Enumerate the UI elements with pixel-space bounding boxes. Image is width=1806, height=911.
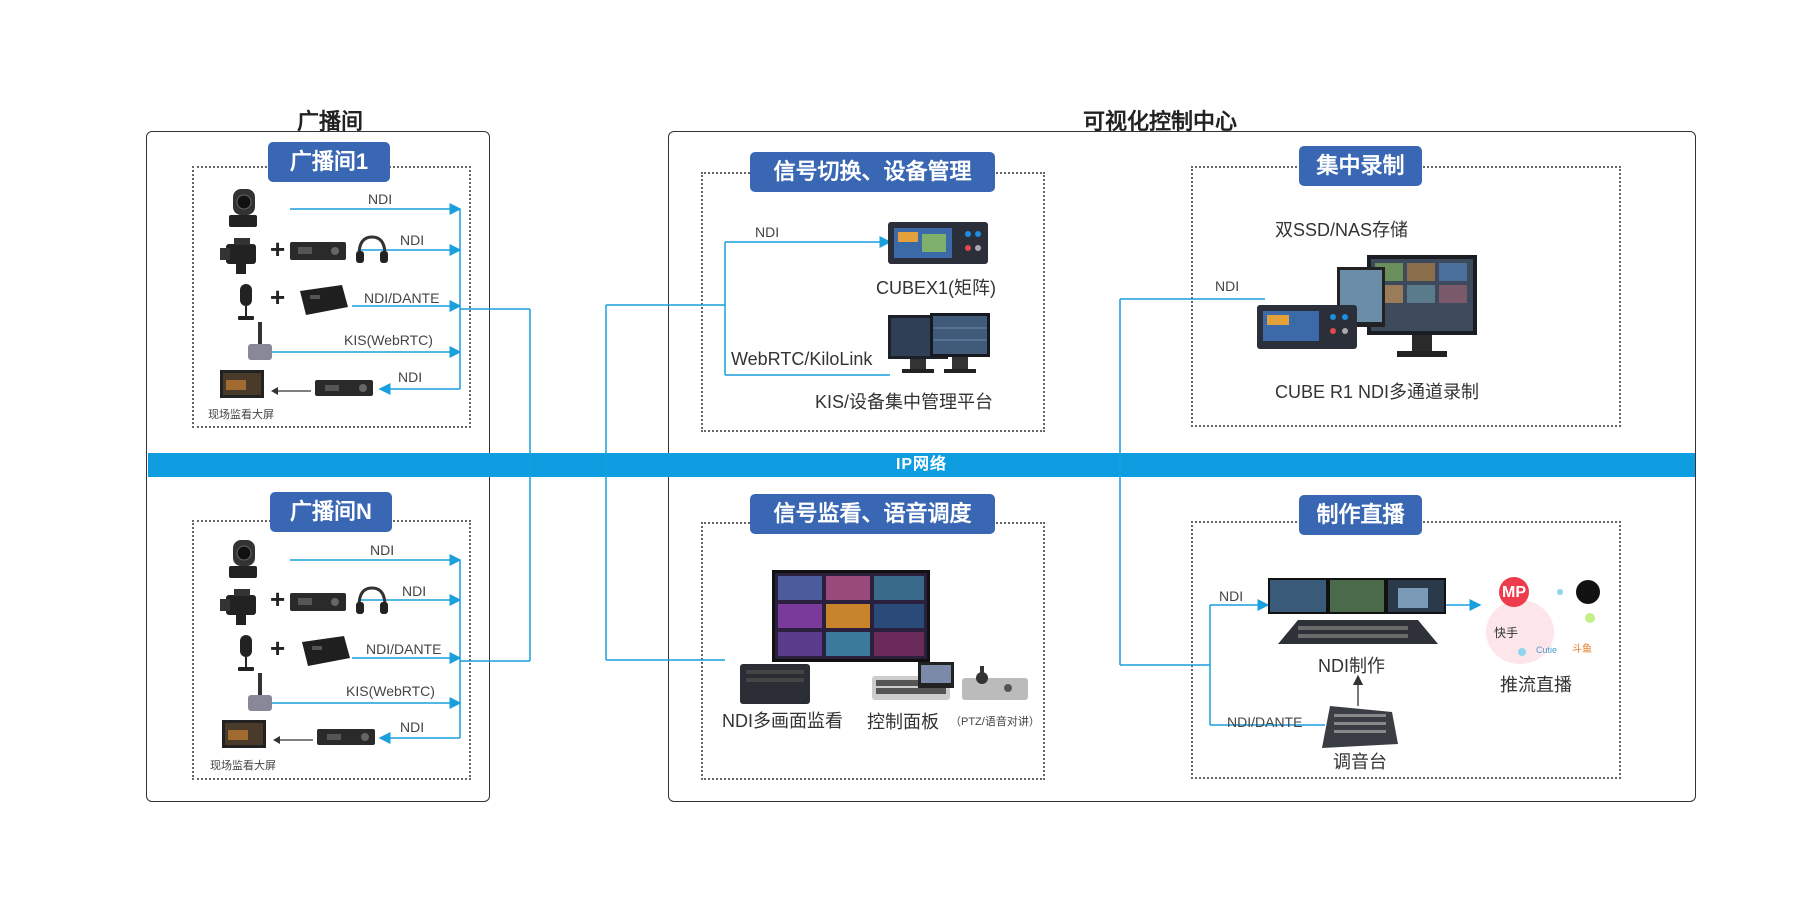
production-tag: 制作直播 — [1299, 495, 1422, 535]
production-switcher-icon — [1268, 578, 1446, 648]
studio1-link-3: NDI/DANTE — [364, 290, 440, 306]
ip-network-bar: IP网络 — [148, 453, 1695, 477]
encoder-icon — [290, 591, 346, 613]
microphone-icon — [236, 635, 256, 673]
switching-device-1: CUBEX1(矩阵) — [876, 278, 997, 298]
production-link-top: NDI — [1219, 588, 1244, 604]
decoder-icon — [315, 378, 373, 398]
plus-sign: + — [270, 234, 286, 264]
studio1-link-4: KIS(WebRTC) — [344, 332, 433, 348]
recording-tag: 集中录制 — [1299, 146, 1422, 186]
studioN-link-1: NDI — [370, 542, 395, 558]
studioN-link-3: NDI/DANTE — [366, 641, 442, 657]
headphones-icon — [354, 584, 390, 616]
talkback-mic-icon — [245, 673, 275, 713]
camcorder-icon — [220, 236, 268, 274]
monitor-screen-icon — [222, 720, 266, 750]
production-stream-label: 推流直播 — [1500, 675, 1572, 695]
management-monitor-icon — [888, 313, 990, 383]
stream-logo-mp: MP — [1502, 584, 1526, 601]
stream-logo-cutie: Cutie — [1536, 645, 1558, 655]
arrow-left-icon — [273, 732, 313, 744]
studio-section-title: 广播间 — [296, 109, 363, 134]
headphones-icon — [354, 233, 390, 265]
recording-storage-label: 双SSD/NAS存储 — [1275, 220, 1409, 240]
studioN-link-5: NDI — [400, 719, 425, 735]
decoder-icon — [317, 727, 375, 747]
studioN-link-4: KIS(WebRTC) — [346, 683, 435, 699]
production-device-1: NDI制作 — [1318, 656, 1385, 676]
stream-logo-douyu: 斗鱼 — [1572, 644, 1592, 655]
talkback-mic-icon — [245, 322, 275, 362]
camcorder-icon — [220, 587, 268, 625]
studioN-monitor-label: 现场监看大屏 — [210, 760, 276, 772]
multiview-monitor-icon — [740, 570, 930, 704]
matrix-device-icon — [888, 220, 988, 266]
recording-device: CUBE R1 NDI多通道录制 — [1275, 382, 1480, 402]
stream-logo-kuaishou: 快手 — [1494, 626, 1519, 640]
monitoring-device-1: NDI多画面监看 — [722, 711, 843, 731]
production-device-2: 调音台 — [1333, 752, 1387, 772]
encoder-icon — [290, 240, 346, 262]
switching-link-top: NDI — [755, 224, 780, 240]
switching-device-2: KIS/设备集中管理平台 — [815, 392, 994, 412]
control-panel-icon — [872, 662, 1028, 702]
control-section-title: 可视化控制中心 — [1082, 109, 1237, 134]
monitoring-device-2-note: （PTZ/语音对讲） — [950, 716, 1040, 728]
switching-link-bottom: WebRTC/KiloLink — [731, 349, 873, 369]
production-link-bottom: NDI/DANTE — [1227, 714, 1303, 730]
studio1-link-1: NDI — [368, 191, 393, 207]
switching-tag: 信号切换、设备管理 — [750, 152, 995, 192]
monitoring-tag: 信号监看、语音调度 — [750, 494, 995, 534]
studio1-link-5: NDI — [398, 369, 423, 385]
monitoring-device-2: 控制面板 — [867, 712, 939, 732]
plus-sign: + — [270, 584, 286, 614]
recorder-device-icon — [1257, 255, 1485, 365]
audio-interface-icon — [296, 285, 348, 315]
studioN-tag: 广播间N — [270, 492, 392, 532]
recording-link: NDI — [1215, 278, 1240, 294]
studio1-monitor-label: 现场监看大屏 — [208, 409, 274, 421]
plus-sign: + — [270, 282, 286, 312]
stream-platforms-cloud — [1480, 572, 1600, 668]
plus-sign: + — [270, 633, 286, 663]
microphone-icon — [236, 284, 256, 322]
ptz-camera-icon — [225, 536, 261, 580]
ptz-camera-icon — [225, 185, 261, 229]
arrow-left-icon — [271, 383, 311, 395]
studio1-link-2: NDI — [400, 232, 425, 248]
studio1-tag: 广播间1 — [268, 142, 390, 182]
audio-mixer-icon — [1322, 706, 1398, 748]
audio-interface-icon — [298, 636, 350, 666]
studioN-link-2: NDI — [402, 583, 427, 599]
monitor-screen-icon — [220, 370, 264, 400]
